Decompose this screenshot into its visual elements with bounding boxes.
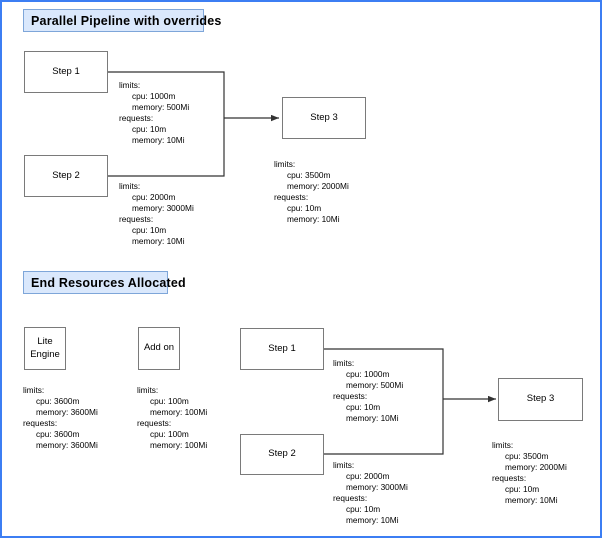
- node-label: Step 2: [268, 448, 296, 460]
- limits-memory: memory: 500Mi: [346, 380, 404, 391]
- limits-memory: memory: 3000Mi: [346, 482, 408, 493]
- node-lite-engine[interactable]: Lite Engine: [24, 327, 66, 370]
- requests-cpu: cpu: 10m: [346, 402, 381, 413]
- resources-lite-engine: limits: cpu: 3600m memory: 3600Mi reques…: [23, 385, 98, 451]
- requests-label: requests:: [333, 493, 368, 504]
- limits-label: limits:: [119, 80, 141, 90]
- requests-memory: memory: 10Mi: [346, 413, 399, 424]
- requests-cpu: cpu: 10m: [132, 124, 167, 135]
- limits-cpu: cpu: 2000m: [346, 471, 390, 482]
- requests-memory: memory: 10Mi: [346, 515, 399, 526]
- resources-top-step-1: limits: cpu: 1000m memory: 500Mi request…: [119, 80, 189, 146]
- limits-cpu: cpu: 3500m: [287, 170, 331, 181]
- limits-cpu: cpu: 3600m: [36, 396, 80, 407]
- limits-memory: memory: 2000Mi: [505, 462, 567, 473]
- requests-cpu: cpu: 100m: [150, 429, 189, 440]
- requests-memory: memory: 10Mi: [132, 236, 185, 247]
- limits-cpu: cpu: 2000m: [132, 192, 176, 203]
- node-top-step-3[interactable]: Step 3: [282, 97, 366, 139]
- limits-label: limits:: [137, 385, 159, 395]
- node-add-on[interactable]: Add on: [138, 327, 180, 370]
- requests-label: requests:: [119, 113, 154, 124]
- section-title-parallel-pipeline: Parallel Pipeline with overrides: [23, 9, 221, 32]
- requests-cpu: cpu: 10m: [505, 484, 540, 495]
- node-label: Step 2: [52, 169, 80, 181]
- limits-label: limits:: [119, 181, 141, 191]
- requests-memory: memory: 10Mi: [287, 214, 340, 225]
- section-title-end-resources: End Resources Allocated: [23, 271, 186, 294]
- requests-cpu: cpu: 10m: [132, 225, 167, 236]
- resources-bottom-step-3: limits: cpu: 3500m memory: 2000Mi reques…: [492, 440, 567, 506]
- node-label-line2: Engine: [30, 348, 60, 360]
- node-bottom-step-3[interactable]: Step 3: [498, 378, 583, 421]
- requests-label: requests:: [274, 192, 309, 203]
- limits-label: limits:: [274, 159, 296, 169]
- limits-label: limits:: [492, 440, 514, 450]
- limits-label: limits:: [333, 358, 355, 368]
- limits-cpu: cpu: 1000m: [132, 91, 176, 102]
- node-label: Lite Engine: [30, 336, 60, 362]
- resources-top-step-2: limits: cpu: 2000m memory: 3000Mi reques…: [119, 181, 194, 247]
- resources-add-on: limits: cpu: 100m memory: 100Mi requests…: [137, 385, 207, 451]
- requests-memory: memory: 100Mi: [150, 440, 208, 451]
- requests-label: requests:: [492, 473, 527, 484]
- node-label-line1: Lite: [37, 335, 53, 347]
- node-bottom-step-2[interactable]: Step 2: [240, 434, 324, 475]
- requests-cpu: cpu: 3600m: [36, 429, 80, 440]
- node-label: Step 1: [268, 342, 296, 354]
- requests-cpu: cpu: 10m: [287, 203, 322, 214]
- requests-label: requests:: [333, 391, 368, 402]
- resources-bottom-step-1: limits: cpu: 1000m memory: 500Mi request…: [333, 358, 403, 424]
- node-label: Step 3: [526, 393, 555, 405]
- requests-label: requests:: [137, 418, 172, 429]
- resources-top-step-3: limits: cpu: 3500m memory: 2000Mi reques…: [274, 159, 349, 225]
- node-label: Step 1: [52, 65, 80, 77]
- limits-cpu: cpu: 100m: [150, 396, 189, 407]
- limits-memory: memory: 2000Mi: [287, 181, 349, 192]
- requests-memory: memory: 3600Mi: [36, 440, 98, 451]
- limits-label: limits:: [333, 460, 355, 470]
- limits-memory: memory: 500Mi: [132, 102, 190, 113]
- node-bottom-step-1[interactable]: Step 1: [240, 328, 324, 370]
- limits-cpu: cpu: 3500m: [505, 451, 549, 462]
- requests-label: requests:: [23, 418, 58, 429]
- node-label: Add on: [143, 342, 175, 354]
- limits-memory: memory: 100Mi: [150, 407, 208, 418]
- requests-memory: memory: 10Mi: [132, 135, 185, 146]
- requests-memory: memory: 10Mi: [505, 495, 558, 506]
- node-top-step-2[interactable]: Step 2: [24, 155, 108, 197]
- limits-memory: memory: 3000Mi: [132, 203, 194, 214]
- requests-cpu: cpu: 10m: [346, 504, 381, 515]
- requests-label: requests:: [119, 214, 154, 225]
- limits-cpu: cpu: 1000m: [346, 369, 390, 380]
- limits-label: limits:: [23, 385, 45, 395]
- node-top-step-1[interactable]: Step 1: [24, 51, 108, 93]
- node-label: Step 3: [310, 111, 338, 123]
- resources-bottom-step-2: limits: cpu: 2000m memory: 3000Mi reques…: [333, 460, 408, 526]
- limits-memory: memory: 3600Mi: [36, 407, 98, 418]
